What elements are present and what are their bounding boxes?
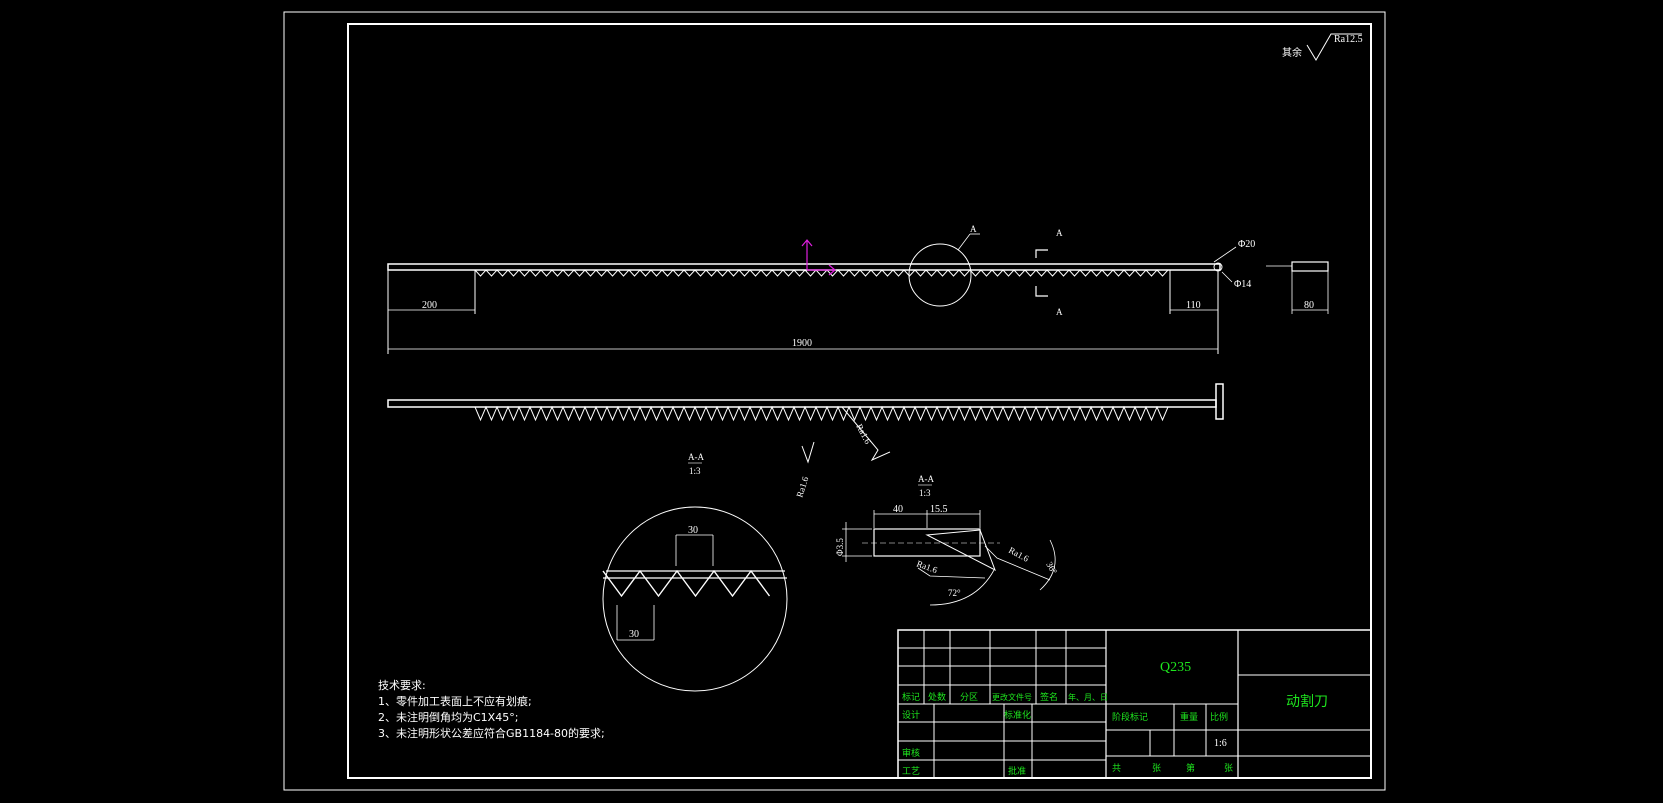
section-dim-d: Φ3.5 bbox=[835, 538, 845, 556]
main-serration bbox=[474, 269, 1169, 277]
blade-profile bbox=[925, 529, 996, 572]
label-count: 处数 bbox=[928, 691, 946, 702]
section-roughness-b: Ra1.6 bbox=[1007, 545, 1031, 564]
label-weight: 重量 bbox=[1180, 711, 1198, 722]
notes-title: 技术要求: bbox=[378, 679, 426, 692]
dim-1900: 1900 bbox=[792, 338, 812, 349]
section-angle-72: 72° bbox=[948, 588, 961, 598]
label-page: 第 bbox=[1186, 762, 1195, 773]
note-line-2: 2、未注明倒角均为C1X45°; bbox=[378, 711, 519, 724]
technical-requirements: 技术要求: 1、零件加工表面上不应有划痕; 2、未注明倒角均为C1X45°; 3… bbox=[378, 678, 605, 742]
roughness-value: Ra12.5 bbox=[1334, 34, 1363, 45]
left-roughness-text: Ra1.6 bbox=[794, 475, 810, 499]
detail-scale: 1:3 bbox=[689, 466, 701, 476]
section-scale: 1:3 bbox=[919, 488, 931, 498]
side-roughness-symbol: Ra1.6 bbox=[841, 406, 891, 462]
roughness-prefix: 其余 bbox=[1282, 46, 1302, 59]
label-process: 工艺 bbox=[902, 766, 920, 776]
detail-marker: A bbox=[970, 224, 977, 234]
main-bar bbox=[387, 263, 1221, 271]
note-line-3: 3、未注明形状公差应符合GB1184-80的要求; bbox=[378, 727, 605, 740]
label-sign: 签名 bbox=[1040, 691, 1058, 702]
section-title: A-A bbox=[918, 474, 934, 484]
label-zone: 分区 bbox=[960, 692, 978, 702]
section-marker-bottom: A bbox=[1056, 307, 1063, 317]
detail-dim-bottom: 30 bbox=[629, 629, 639, 640]
dim-200: 200 bbox=[422, 300, 437, 311]
section-dim-40: 40 bbox=[893, 504, 903, 515]
section-marker-top: A bbox=[1056, 228, 1063, 238]
label-approve: 批准 bbox=[1008, 765, 1026, 776]
side-roughness-text: Ra1.6 bbox=[854, 422, 873, 446]
outer-sheet-border bbox=[283, 11, 1386, 791]
dim-80: 80 bbox=[1304, 300, 1314, 311]
detail-title: A-A bbox=[688, 452, 704, 462]
side-view: Ra1.6 bbox=[387, 383, 1224, 462]
label-standardize: 标准化 bbox=[1004, 709, 1031, 720]
label-stage-mark: 阶段标记 bbox=[1112, 711, 1148, 722]
ucs-axis-icon bbox=[801, 239, 836, 276]
detail-view: A-A 1:3 30 30 bbox=[602, 452, 788, 692]
section-dim-15-5: 15.5 bbox=[930, 504, 948, 515]
side-serration bbox=[474, 405, 1169, 422]
label-design: 设计 bbox=[902, 709, 920, 720]
material-value: Q235 bbox=[1160, 660, 1191, 675]
dim-phi20: Φ20 bbox=[1238, 239, 1255, 250]
label-date: 年、月、日 bbox=[1068, 692, 1108, 702]
title-block: Q235 动割刀 标记 处数 分区 更改文件号 签名 年、月、日 设计 标准化 … bbox=[897, 629, 1372, 779]
note-line-1: 1、零件加工表面上不应有划痕; bbox=[378, 695, 532, 708]
left-roughness-symbol: Ra1.6 bbox=[794, 441, 815, 499]
dim-110: 110 bbox=[1186, 300, 1201, 311]
label-sheet2: 张 bbox=[1224, 763, 1233, 773]
label-review: 审核 bbox=[902, 747, 920, 758]
detail-circle bbox=[908, 243, 972, 307]
general-roughness-symbol: 其余 Ra12.5 bbox=[1282, 33, 1363, 61]
label-sheets: 张 bbox=[1152, 763, 1161, 773]
section-roughness-a: Ra1.6 bbox=[915, 558, 939, 575]
detail-dim-top: 30 bbox=[688, 525, 698, 536]
part-name: 动割刀 bbox=[1286, 693, 1328, 710]
label-mark: 标记 bbox=[902, 691, 920, 702]
scale-value: 1:6 bbox=[1214, 738, 1227, 749]
label-total: 共 bbox=[1112, 763, 1121, 773]
detail-teeth bbox=[602, 569, 771, 598]
side-bar bbox=[387, 399, 1217, 408]
dim-phi14: Φ14 bbox=[1234, 279, 1251, 290]
section-view: A-A 1:3 40 15.5 Φ3.5 Ra1.6 Ra1.6 72° 36° bbox=[835, 474, 1059, 606]
end-view: 80 bbox=[1266, 261, 1329, 314]
section-angle-36: 36° bbox=[1044, 560, 1059, 576]
main-view: 200 1900 110 A A A Φ20 Φ14 bbox=[387, 224, 1329, 354]
label-scale: 比例 bbox=[1210, 711, 1228, 722]
label-change-doc: 更改文件号 bbox=[992, 692, 1032, 702]
inner-drawing-frame bbox=[347, 23, 1372, 779]
